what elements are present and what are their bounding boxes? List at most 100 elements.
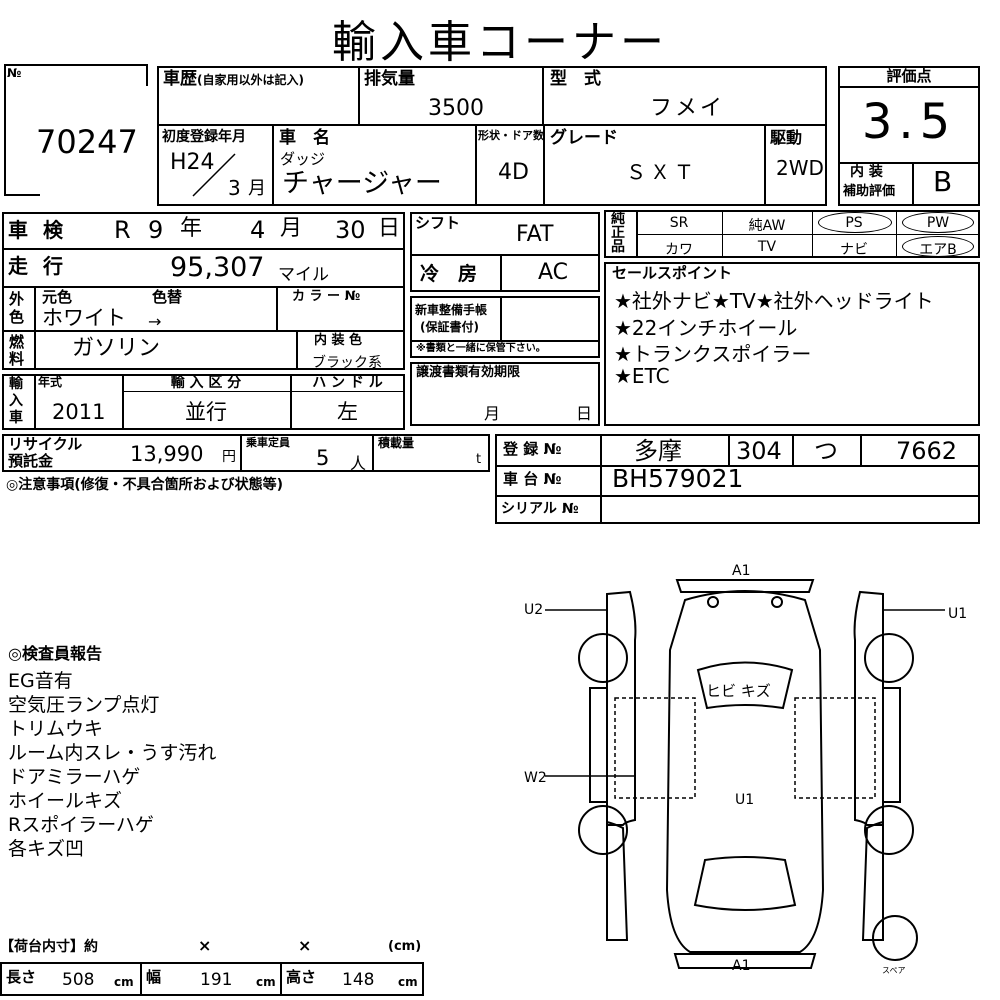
- displacement-value: 3500: [428, 96, 484, 121]
- mileage-value: 95,307: [170, 252, 265, 283]
- sales-points-block: [604, 262, 980, 426]
- color-orig-label: 元色: [42, 288, 73, 306]
- displacement-label: 排気量: [364, 69, 415, 89]
- recycle-unit: 円: [222, 449, 236, 465]
- recycle-value: 13,990: [130, 442, 204, 466]
- model-value: フメイ: [650, 96, 726, 121]
- first-reg-label: 初度登録年月: [162, 129, 246, 145]
- import-kind-label: 輸 入 区 分: [170, 375, 242, 391]
- equip-ps-circle: [818, 212, 892, 233]
- diagram-label-side: W2: [524, 770, 547, 786]
- report-title: ◎検査員報告: [8, 644, 102, 663]
- equip-pw-circle: [902, 212, 974, 233]
- inspection-day-unit: 日: [378, 216, 401, 241]
- interior-color-label: 内 装 色: [314, 333, 363, 348]
- grade-label: グレード: [550, 128, 618, 148]
- interior-rating-label-1: 内 装: [850, 164, 883, 180]
- aircon-value: AC: [538, 260, 569, 285]
- cargo-label: 【荷台内寸】約: [0, 939, 98, 955]
- first-reg-slash: [192, 153, 236, 197]
- color-label: 外色: [9, 290, 25, 326]
- cargo-dimensions-block: [0, 962, 424, 996]
- cargo-length-unit: cm: [114, 975, 134, 989]
- inspection-month-unit: 月: [280, 216, 303, 241]
- serial-label: シリアル №: [501, 501, 579, 517]
- mileage-label: 走 行: [8, 254, 67, 278]
- fuel-label: 燃料: [9, 333, 25, 368]
- lot-label: №: [7, 66, 22, 80]
- equip-pw: PW: [926, 215, 950, 231]
- transfer-month-unit: 月: [484, 404, 501, 423]
- import-handle: 左: [337, 400, 358, 424]
- lot-number: 70247: [36, 123, 138, 161]
- cargo-times-1: ×: [198, 936, 212, 955]
- registration-label: 登 録 №: [503, 440, 562, 458]
- chassis-value: BH579021: [612, 464, 744, 493]
- load-unit: t: [476, 452, 482, 467]
- registration-area: 多摩: [634, 437, 682, 465]
- capacity-label: 乗車定員: [246, 436, 290, 449]
- registration-block: [495, 434, 980, 524]
- report-item-4: ルーム内スレ・うす汚れ: [8, 742, 217, 764]
- car-name-value: チャージャー: [282, 168, 442, 199]
- recycle-label-1: リサイクル: [8, 435, 83, 453]
- first-reg-month-unit: 月: [248, 178, 266, 199]
- recycle-block: [2, 434, 490, 472]
- equip-leather: カワ: [665, 242, 693, 258]
- notes-title: ◎注意事項(修復・不具合箇所および状態等): [6, 477, 284, 493]
- shift-block: [410, 212, 600, 292]
- capacity-unit: 人: [350, 454, 367, 473]
- inspection-year: 9: [148, 216, 164, 244]
- report-item-8: 各キズ凹: [8, 838, 85, 860]
- diagram-label-spare: スペア: [882, 966, 906, 975]
- equip-airbag-circle: [902, 236, 974, 257]
- inspection-day: 30: [335, 216, 366, 244]
- sales-point-4: ★ETC: [614, 364, 670, 388]
- equip-navi: ナビ: [840, 242, 868, 258]
- capacity-value: 5: [316, 446, 330, 470]
- car-damage-diagram: [545, 579, 945, 969]
- diagram-label-roof: U1: [735, 792, 755, 808]
- inspection-month: 4: [250, 216, 266, 244]
- cargo-width-unit: cm: [256, 975, 276, 989]
- transfer-block: [410, 362, 600, 426]
- rating-value: 3.5: [861, 94, 957, 150]
- import-label: 輸入車: [9, 376, 23, 426]
- equip-ps: PS: [845, 215, 863, 231]
- manual-label-2: (保証書付): [420, 320, 479, 334]
- import-block: [2, 374, 405, 430]
- diagram-label-bottom: A1: [732, 958, 751, 974]
- diagram-label-top: A1: [732, 563, 751, 579]
- transfer-label: 譲渡書類有効期限: [416, 365, 521, 380]
- first-reg-era: H24: [170, 150, 215, 175]
- equip-tv: TV: [757, 239, 777, 255]
- registration-kana: つ: [814, 437, 838, 465]
- equip-label: 純正品: [611, 211, 625, 255]
- import-handle-label: ハ ン ド ル: [312, 375, 383, 391]
- manual-block: [410, 296, 600, 358]
- cargo-times-2: ×: [298, 936, 312, 955]
- report-item-5: ドアミラーハゲ: [8, 766, 141, 788]
- sales-point-2: ★22インチホイール: [614, 316, 798, 340]
- inspection-label: 車 検: [8, 218, 67, 242]
- cargo-length-value: 508: [62, 970, 95, 990]
- lot-box: № 70247: [4, 64, 150, 196]
- aircon-label: 冷 房: [420, 263, 478, 285]
- sales-point-3: ★トランクスポイラー: [614, 342, 812, 366]
- drive-value: 2WD: [776, 156, 824, 180]
- registration-number: 7662: [896, 437, 958, 465]
- registration-class: 304: [736, 437, 782, 465]
- cargo-width-value: 191: [200, 970, 233, 990]
- cargo-height-label: 高さ: [286, 968, 317, 986]
- import-year: 2011: [52, 400, 106, 424]
- report-item-3: トリムウキ: [8, 718, 104, 740]
- rating-label: 評価点: [886, 67, 932, 85]
- report-item-6: ホイールキズ: [8, 790, 123, 812]
- load-label: 積載量: [378, 436, 415, 450]
- cargo-height-value: 148: [342, 970, 375, 990]
- transfer-day-unit: 日: [576, 404, 593, 423]
- diagram-label-right-door: U1: [948, 606, 968, 622]
- recycle-label-2: 預託金: [8, 452, 54, 470]
- color-arrow: →: [148, 312, 162, 331]
- color-value: ホワイト: [42, 306, 126, 330]
